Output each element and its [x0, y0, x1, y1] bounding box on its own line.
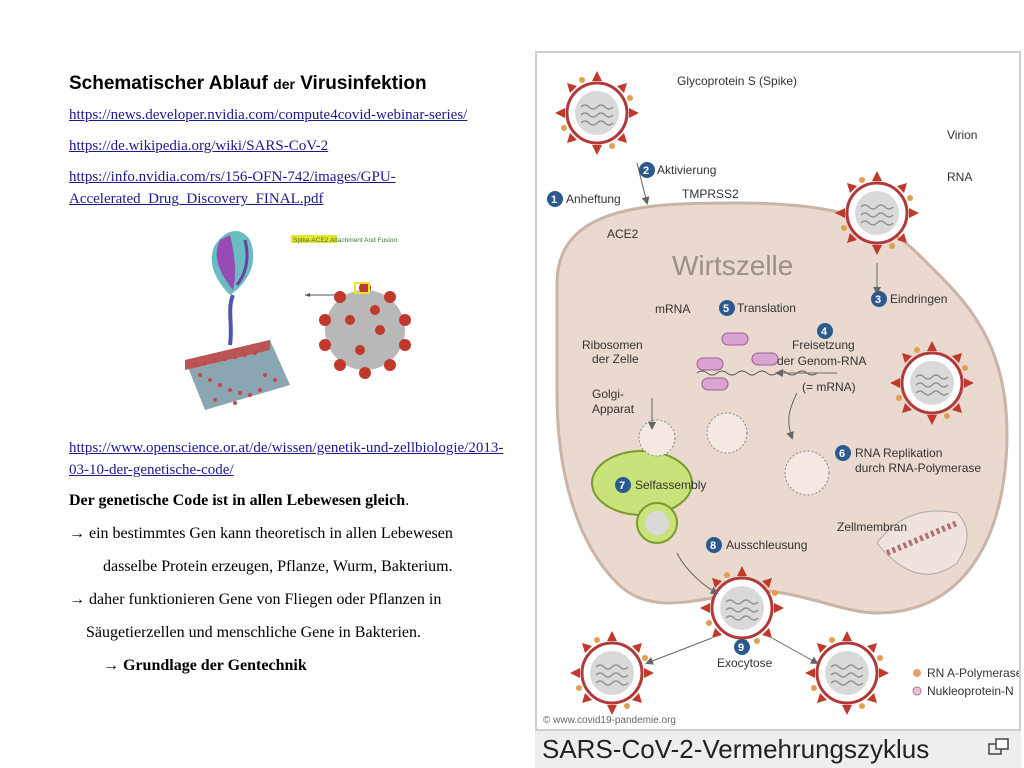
label-exocytose: Exocytose [717, 656, 773, 670]
label-zellmembran: Zellmembran [837, 520, 907, 534]
spike-ace2-illustration: Spike-ACE2 Attachment And Fusion [175, 225, 435, 415]
paragraph-gentechnik: → Grundlage der Gentechnik [103, 657, 307, 674]
label-golgi: Golgi- [592, 387, 624, 401]
label-aktivierung: Aktivierung [657, 163, 716, 177]
label-ace2: ACE2 [607, 227, 639, 241]
virion-entering [888, 339, 976, 427]
svg-text:7: 7 [619, 480, 625, 492]
figure-caption: SARS-CoV-2-Vermehrungszyklus [535, 731, 1021, 768]
link-openscience-line2[interactable]: 03-10-der-genetische-code/ [69, 462, 234, 478]
svg-text:2: 2 [643, 165, 649, 177]
svg-text:8: 8 [710, 540, 716, 552]
paragraph-genetic-code: Der genetische Code ist in allen Lebewes… [69, 492, 410, 509]
label-apparat: Apparat [592, 402, 635, 416]
link-nvidia-pdf-line2[interactable]: Accelerated_Drug_Discovery_FINAL.pdf [69, 191, 324, 207]
label-eindringen: Eindringen [890, 292, 947, 306]
link-openscience-line1[interactable]: https://www.openscience.or.at/de/wissen/… [69, 440, 504, 456]
label-rna: RNA [947, 170, 972, 184]
label-wirtszelle: Wirtszelle [672, 250, 793, 281]
expand-icon[interactable] [988, 738, 1010, 756]
paragraph-fly-line2: Säugetierzellen und menschliche Gene in … [86, 624, 421, 641]
label-spike: Glycoprotein S (Spike) [677, 74, 797, 88]
svg-text:6: 6 [839, 448, 845, 460]
legend-rna-polymerase: RN A-Polymerase [927, 666, 1021, 680]
svg-text:4: 4 [821, 326, 828, 338]
label-eq-mrna: (= mRNA) [802, 380, 856, 394]
svg-text:9: 9 [738, 642, 744, 654]
label-tmprss2: TMPRSS2 [682, 187, 739, 201]
label-rna-replikation: RNA Replikation [855, 446, 942, 460]
link-nvidia-webinar[interactable]: https://news.developer.nvidia.com/comput… [69, 107, 468, 123]
virion-bottom-right [803, 629, 891, 717]
virion-top-right [833, 169, 921, 257]
paragraph-fly-line1: → daher funktionieren Gene von Fliegen o… [69, 591, 442, 608]
spike-ace2-label: Spike-ACE2 Attachment And Fusion [293, 237, 397, 244]
label-anheftung: Anheftung [566, 192, 621, 206]
virion-top-left [553, 69, 641, 157]
label-ribosomen: Ribosomen [582, 338, 643, 352]
label-selfassembly: Selfassembly [635, 478, 706, 492]
svg-text:3: 3 [875, 294, 881, 306]
page-title: Schematischer Ablauf der Virusinfektion [69, 73, 427, 94]
svg-text:5: 5 [723, 303, 729, 315]
label-genom-rna: der Genom-RNA [777, 354, 866, 368]
paragraph-gene-line1: → ein bestimmtes Gen kann theoretisch in… [69, 525, 453, 542]
link-nvidia-pdf-line1[interactable]: https://info.nvidia.com/rs/156-OFN-742/i… [69, 169, 396, 185]
label-ausschleusung: Ausschleusung [726, 538, 807, 552]
label-der-zelle: der Zelle [592, 352, 639, 366]
label-rna-polymerase: durch RNA-Polymerase [855, 461, 981, 475]
paragraph-gene-line2: dasselbe Protein erzeugen, Pflanze, Wurm… [103, 558, 453, 575]
step-badges: 1 2 3 4 5 6 7 8 9 [547, 162, 887, 655]
label-virion: Virion [947, 128, 977, 142]
label-translation: Translation [737, 301, 796, 315]
label-freisetzung: Freisetzung [792, 338, 855, 352]
legend-nukleoprotein: Nukleoprotein-N [927, 684, 1014, 698]
link-wikipedia[interactable]: https://de.wikipedia.org/wiki/SARS-CoV-2 [69, 138, 329, 154]
svg-text:1: 1 [551, 194, 557, 206]
virion-exocytosis [698, 564, 786, 652]
label-mrna: mRNA [655, 302, 690, 316]
virion-bottom-left [568, 629, 656, 717]
figure-copyright: © www.covid19-pandemie.org [543, 715, 676, 726]
virus-replication-figure[interactable]: Wirtszelle 1 [535, 51, 1021, 731]
